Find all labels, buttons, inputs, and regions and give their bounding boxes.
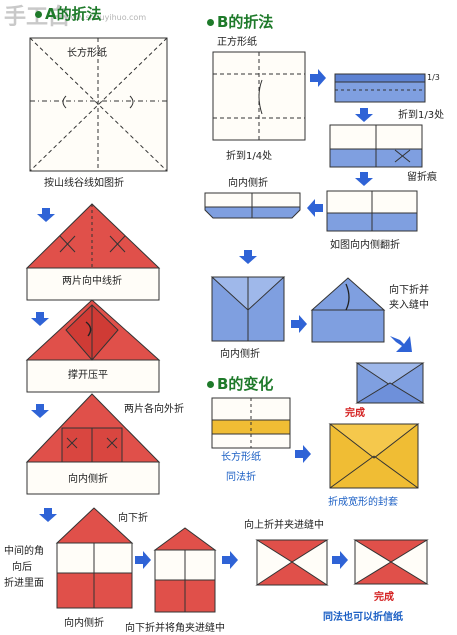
heading-dot-icon (207, 381, 214, 388)
blue-envelope-finished (355, 362, 425, 404)
yellow-envelope-finished (328, 423, 420, 489)
fold-up-tuck-label: 向上折并夹进缝中 (244, 520, 324, 531)
heading-dot-icon (35, 11, 42, 18)
square-paper-label: 正方形纸 (217, 37, 257, 48)
step-inward-fold-label: 向内侧折 (68, 474, 108, 485)
keep-crease-label: 留折痕 (407, 172, 437, 183)
paper-label-a: 长方形纸 (67, 48, 107, 59)
paper-rectangle-with-creases (29, 37, 168, 172)
same-method-note: 同法也可以折信纸 (323, 612, 403, 623)
right-arrows-bottom (135, 551, 348, 569)
middle-corner-label-2: 向后 (12, 562, 32, 573)
blue-band-step (334, 73, 426, 103)
finish-label-red: 完成 (374, 592, 394, 603)
middle-corner-label-1: 中间的角 (4, 546, 44, 557)
inward-fold-label-b2: 向内侧折 (220, 349, 260, 360)
inward-flip-label: 如图向内侧翻折 (330, 240, 400, 251)
variant-finish-label: 完成 (345, 408, 365, 419)
envelope-step-3 (255, 539, 329, 586)
envelope-step-2 (153, 527, 217, 613)
blue-flip-step (326, 190, 418, 232)
fold-down-tuck-label: 向下折并将角夹进缝中 (125, 623, 225, 634)
fold-down-label: 向下折 (118, 513, 148, 524)
variant-result-label: 折成宽形的封套 (328, 497, 398, 508)
blue-inward-step (204, 192, 301, 219)
inward-fold-label-b: 向内侧折 (228, 178, 268, 189)
variant-arrow (295, 445, 311, 463)
section-b-arrows (239, 69, 412, 352)
step-two-inner-fold-label: 两片向中线折 (62, 276, 122, 287)
fold-down-tuck-label-b2: 夹入缝中 (389, 300, 429, 311)
fold-instruction-label: 按山线谷线如图折 (44, 178, 124, 189)
red-triangle-step (25, 203, 161, 301)
inward-fold-label-2: 向内侧折 (64, 618, 104, 629)
variant-paper-step (211, 397, 291, 449)
squash-fold-step (25, 299, 161, 393)
fold-down-tuck-label-b1: 向下折并 (389, 285, 429, 296)
step-arrows-a (31, 208, 57, 522)
fold-quarter-label: 折到1/4处 (226, 151, 273, 162)
step-open-flatten-label: 撑开压平 (68, 370, 108, 381)
section-b-variant-heading: B的变化 (207, 373, 273, 394)
envelope-step-1 (55, 507, 134, 609)
blue-crease-step (329, 124, 423, 168)
square-paper-step (212, 51, 306, 141)
section-b-heading: B的折法 (207, 11, 273, 32)
section-a-heading: A的折法 (35, 3, 102, 24)
watermark-url: www.shouyihuo.com (64, 13, 147, 22)
heading-dot-icon (207, 19, 214, 26)
fraction-mark: 1/3 (427, 73, 440, 82)
fold-third-label: 折到1/3处 (398, 110, 445, 121)
variant-same-method-label: 同法折 (226, 472, 256, 483)
envelope-finished-red (353, 539, 429, 585)
outward-fold-step (25, 393, 161, 495)
middle-corner-label-3: 折进里面 (4, 578, 44, 589)
blue-envelope-tuck-step (310, 277, 386, 343)
blue-house-step (210, 276, 286, 342)
variant-paper-label: 长方形纸 (221, 452, 261, 463)
step-two-outward-label: 两片各向外折 (124, 404, 184, 415)
